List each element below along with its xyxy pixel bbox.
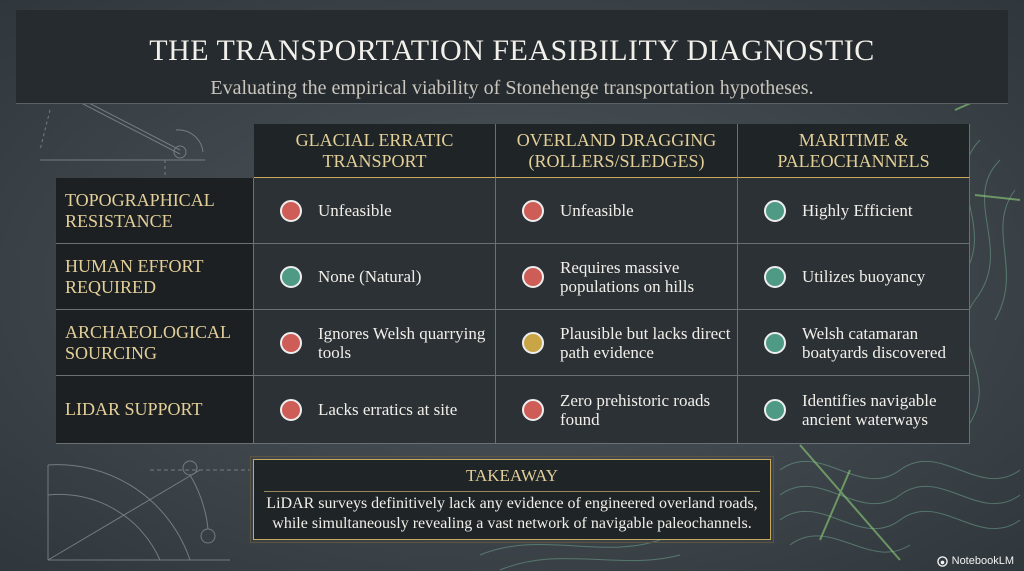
brand-label: NotebookLM bbox=[951, 555, 1014, 567]
matrix-cell-maritime: Utilizes buoyancy bbox=[738, 244, 970, 310]
brand-mark: NotebookLM bbox=[936, 555, 1014, 567]
cell-text: Welsh catamaran boatyards discovered bbox=[802, 323, 946, 362]
cell-text: Unfeasible bbox=[318, 201, 392, 220]
takeaway-title: TAKEAWAY bbox=[465, 466, 559, 485]
takeaway-divider bbox=[264, 491, 760, 492]
cell-text: Plausible but lacks direct path evidence bbox=[560, 323, 731, 362]
status-green-dot-icon bbox=[764, 265, 786, 288]
cell-text: Requires massive populations on hills bbox=[560, 257, 695, 296]
status-red-dot-icon bbox=[280, 199, 302, 222]
page-title: THE TRANSPORTATION FEASIBILITY DIAGNOSTI… bbox=[149, 34, 875, 67]
status-green-dot-icon bbox=[764, 331, 786, 354]
status-red-dot-icon bbox=[280, 398, 302, 421]
status-green-dot-icon bbox=[280, 265, 302, 288]
feasibility-matrix: GLACIAL ERRATIC TRANSPORT OVERLAND DRAGG… bbox=[56, 124, 970, 444]
status-red-dot-icon bbox=[522, 398, 544, 421]
cell-text: Lacks erratics at site bbox=[318, 400, 458, 419]
matrix-cell-overland: Requires massive populations on hills bbox=[496, 244, 738, 310]
matrix-cell-overland: Zero prehistoric roads found bbox=[496, 376, 738, 444]
cell-text: Highly Efficient bbox=[802, 201, 913, 220]
column-header-overland: OVERLAND DRAGGING (ROLLERS/SLEDGES) bbox=[496, 124, 738, 178]
column-header-maritime: MARITIME & PALEOCHANNELS bbox=[738, 124, 970, 178]
status-yellow-dot-icon bbox=[522, 331, 544, 354]
takeaway-box: TAKEAWAY LiDAR surveys definitively lack… bbox=[250, 456, 774, 543]
status-red-dot-icon bbox=[280, 331, 302, 354]
cell-text: Utilizes buoyancy bbox=[802, 267, 926, 286]
matrix-cell-glacial: None (Natural) bbox=[254, 244, 496, 310]
row-label: HUMAN EFFORT REQUIRED bbox=[56, 244, 254, 310]
matrix-cell-overland: Plausible but lacks direct path evidence bbox=[496, 310, 738, 376]
matrix-cell-overland: Unfeasible bbox=[496, 178, 738, 244]
header-banner: THE TRANSPORTATION FEASIBILITY DIAGNOSTI… bbox=[16, 10, 1008, 104]
cell-text: None (Natural) bbox=[318, 267, 422, 286]
matrix-cell-glacial: Unfeasible bbox=[254, 178, 496, 244]
row-label: ARCHAEOLOGICAL SOURCING bbox=[56, 310, 254, 376]
cell-text: Zero prehistoric roads found bbox=[560, 390, 711, 429]
cell-text: Ignores Welsh quarrying tools bbox=[318, 323, 486, 362]
status-red-dot-icon bbox=[522, 199, 544, 222]
matrix-cell-maritime: Welsh catamaran boatyards discovered bbox=[738, 310, 970, 376]
matrix-cell-maritime: Identifies navigable ancient waterways bbox=[738, 376, 970, 444]
row-label: TOPOGRAPHICAL RESISTANCE bbox=[56, 178, 254, 244]
status-green-dot-icon bbox=[764, 398, 786, 421]
matrix-cell-maritime: Highly Efficient bbox=[738, 178, 970, 244]
matrix-corner bbox=[56, 124, 254, 178]
cell-text: Unfeasible bbox=[560, 201, 634, 220]
row-label: LIDAR SUPPORT bbox=[56, 376, 254, 444]
takeaway-text: LiDAR surveys definitively lack any evid… bbox=[266, 495, 758, 532]
page-subtitle: Evaluating the empirical viability of St… bbox=[210, 77, 814, 99]
status-green-dot-icon bbox=[764, 199, 786, 222]
status-red-dot-icon bbox=[522, 265, 544, 288]
column-header-glacial: GLACIAL ERRATIC TRANSPORT bbox=[254, 124, 496, 178]
matrix-cell-glacial: Ignores Welsh quarrying tools bbox=[254, 310, 496, 376]
cell-text: Identifies navigable ancient waterways bbox=[802, 390, 937, 429]
notebooklm-logo-icon bbox=[936, 555, 948, 567]
matrix-cell-glacial: Lacks erratics at site bbox=[254, 376, 496, 444]
